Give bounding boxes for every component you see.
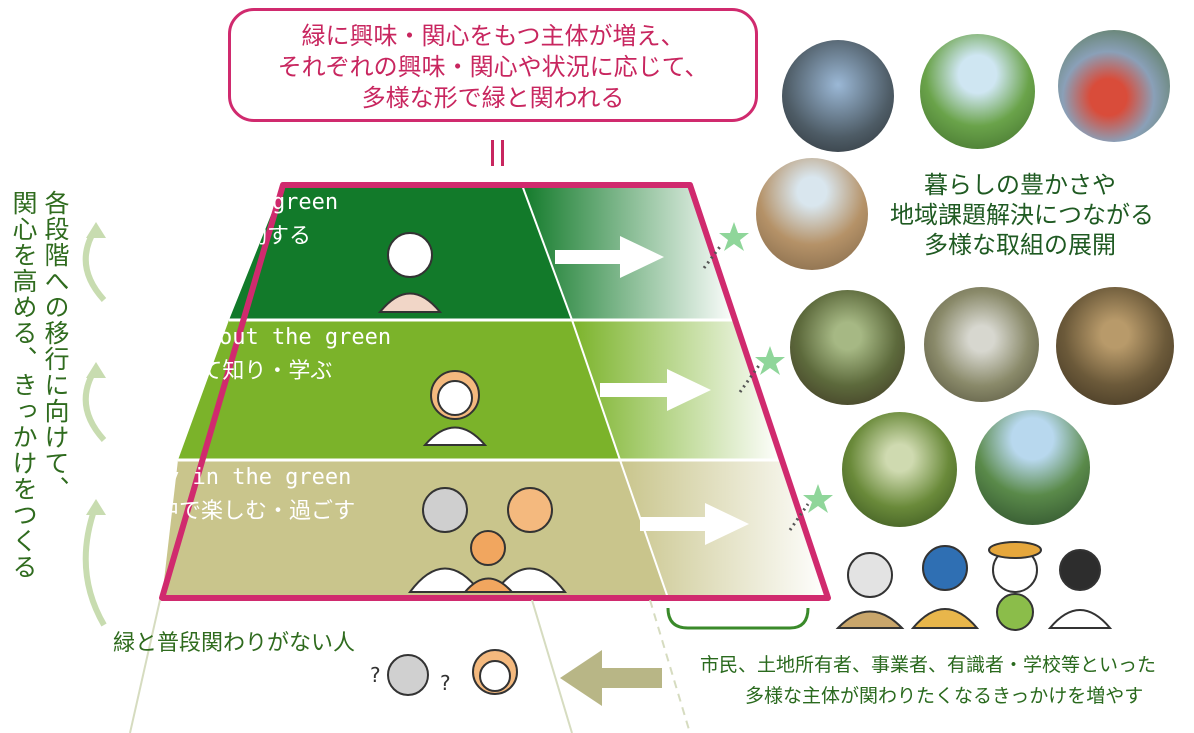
photo-greenhouse — [842, 412, 957, 527]
right-arrow-icon — [640, 503, 749, 545]
person-illustration-act — [377, 232, 443, 313]
star-icon — [755, 346, 785, 375]
photo-forest — [790, 290, 905, 405]
goal-line-3: 多様な形で緑と関われる — [361, 84, 625, 112]
photo-picnic — [920, 34, 1035, 149]
bottom-text-line-2: 多様な主体が関わりたくなるきっかけを増やす — [745, 685, 1144, 707]
level-learn-band — [178, 320, 620, 460]
right-arrow-icon — [600, 369, 711, 411]
side-note-col1: 各段階への移行に向けて、 — [41, 190, 70, 502]
svg-text:?: ? — [370, 663, 381, 687]
photo-slide — [1058, 30, 1170, 142]
stakeholders-illustration — [835, 541, 1113, 631]
goal-line-2: それぞれの興味・関心や状況に応じて、 — [277, 53, 709, 81]
equals-mark — [488, 140, 508, 166]
person-illustration-learn — [422, 370, 488, 446]
level-learn-en: Learn about the green — [113, 325, 392, 350]
left-arrow-icon — [560, 650, 662, 706]
bottom-text-line-1: 市民、土地所有者、事業者、有識者・学校等といった — [700, 654, 1157, 676]
star-icon — [719, 222, 749, 251]
goal-line-1: 緑に興味・関心をもつ主体が増え、 — [301, 22, 685, 50]
photo-leek-field — [975, 410, 1090, 525]
photo-kids-park — [756, 158, 868, 270]
up-arrow-icon — [82, 226, 107, 627]
photo-woodland — [1056, 287, 1174, 405]
level-act-en: act for the green — [113, 190, 339, 215]
level-learn-ja: 緑について知り・学ぶ — [113, 359, 333, 384]
family-illustration — [408, 487, 567, 593]
level-act-ja: 緑のために行動する — [113, 224, 312, 249]
photo-market — [782, 40, 894, 152]
right-text-line-1: 暮らしの豊かさや — [924, 171, 1116, 199]
right-arrow-icon — [555, 236, 664, 278]
base-label: 緑と普段関わりがない人 — [113, 631, 356, 656]
level-enjoy-en: enjoy in the green — [113, 465, 352, 490]
goal-box: 緑に興味・関心をもつ主体が増え、 それぞれの興味・関心や状況に応じて、 多様な形… — [228, 8, 758, 122]
right-text: 暮らしの豊かさや 地域課題解決につながる 多様な取組の展開 — [890, 170, 1154, 260]
svg-text:?: ? — [440, 671, 451, 695]
pyramid-outline — [159, 182, 831, 601]
confused-people-illustration: ? ? — [370, 649, 518, 696]
right-text-line-3: 多様な取組の展開 — [924, 231, 1116, 259]
side-note-col2: 関心を高める、きっかけをつくる — [9, 190, 38, 580]
bracket — [666, 607, 810, 630]
star-icon — [803, 484, 833, 513]
right-text-line-2: 地域課題解決につながる — [890, 201, 1154, 229]
level-enjoy-ja: 緑の中で楽しむ・過ごす — [113, 499, 356, 524]
photo-mountain-bike — [924, 287, 1039, 402]
